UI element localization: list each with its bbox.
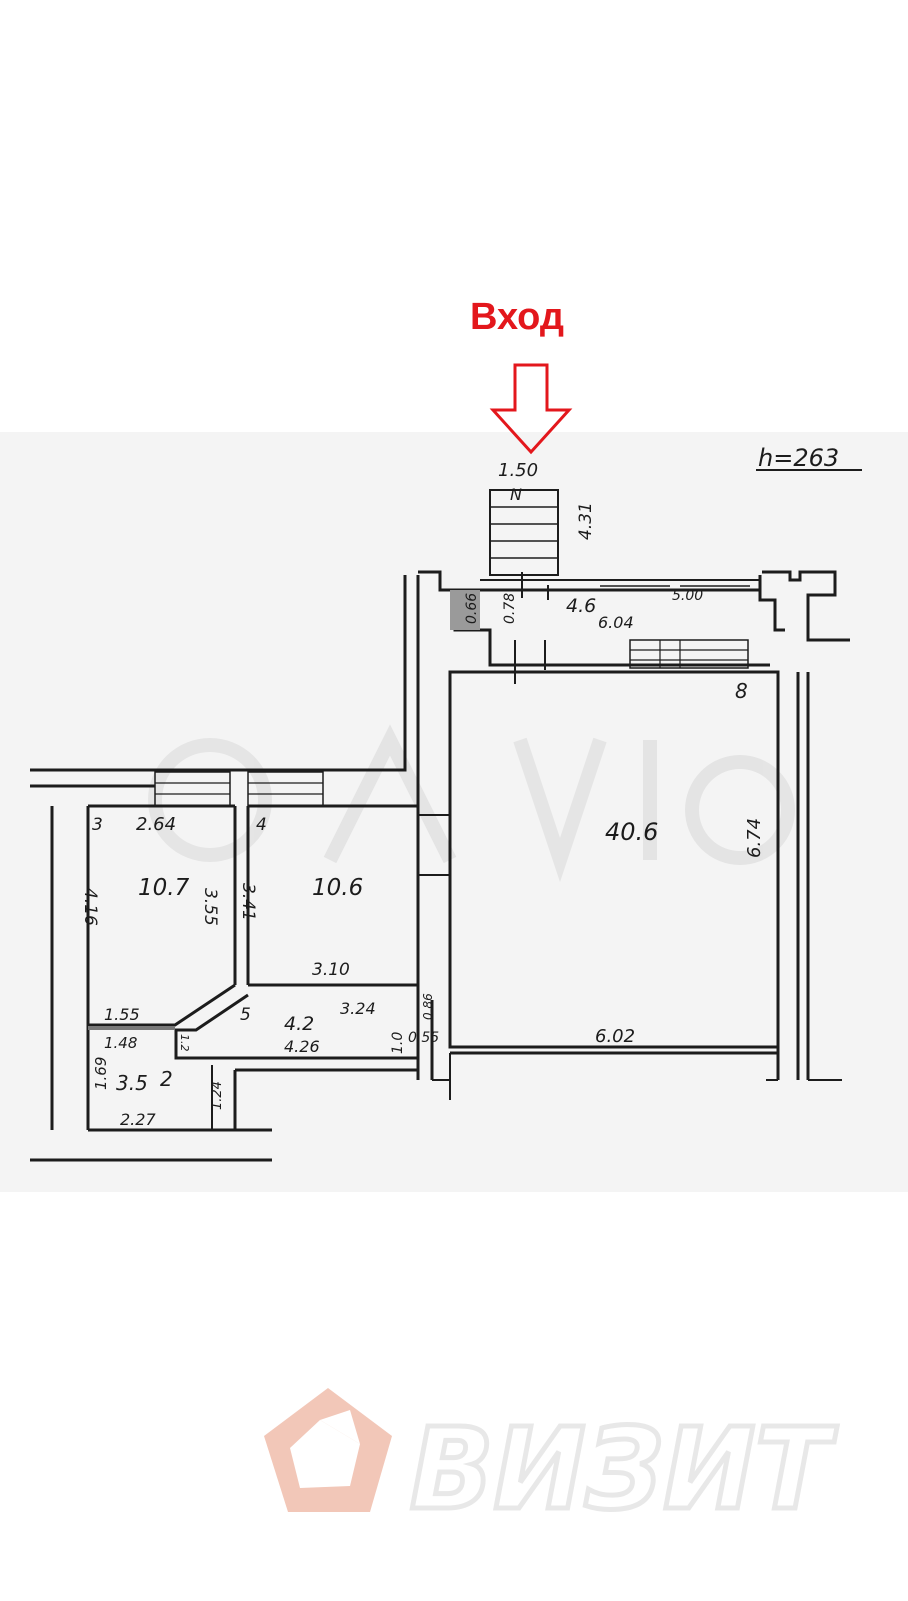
corridor-5-gap-label: 0.55: [408, 1030, 439, 1046]
stair-length-label: 4.31: [576, 502, 596, 540]
bath-width-label: 2.27: [120, 1110, 156, 1129]
room-5-area: 4.2: [284, 1013, 314, 1035]
room-3-width-label: 2.64: [136, 814, 176, 835]
room-3-area: 10.7: [138, 875, 190, 901]
bath-inner-label: 1.48: [104, 1034, 137, 1052]
scan-background: [0, 432, 908, 1192]
room-4-height-label: 3.41: [238, 883, 258, 921]
vestibule-small-label: 0.78: [502, 593, 518, 624]
stair-mark-label: N: [510, 485, 522, 504]
bath-top-label: 1.55: [104, 1005, 140, 1024]
vestibule-depth-label: 0.66: [464, 593, 480, 624]
room-3-number: 3: [92, 815, 103, 835]
room-2-number: 2: [160, 1067, 173, 1091]
corridor-5-small-label: 1.2: [178, 1034, 191, 1052]
stair-width-label: 1.50: [498, 460, 538, 481]
room-8-number: 8: [735, 679, 748, 703]
plan-labels: h=263 1.50 N 4.31 0.66 0.78 4.6 5.00 6.0…: [80, 444, 839, 1129]
room-2-area: 3.5: [116, 1071, 148, 1095]
room-4-number: 4: [256, 815, 267, 835]
brand-name: ВИЗИТ: [410, 1405, 837, 1535]
room-3-height-label: 4.16: [80, 888, 100, 926]
room-4-width-label: 3.10: [312, 960, 350, 980]
room-5-number: 5: [240, 1005, 251, 1025]
corridor-5-top-label: 3.24: [340, 999, 376, 1018]
ceiling-height-label: h=263: [758, 444, 839, 472]
entrance-label: Вход: [470, 296, 564, 338]
brand-watermark: ВИЗИТ: [264, 1388, 840, 1538]
hall-height-label: 6.74: [744, 818, 765, 858]
corridor-5-right-label: 1.0: [390, 1032, 406, 1054]
entrance-arrow-icon: [489, 363, 573, 455]
room-4-area: 10.6: [312, 875, 363, 901]
pentagon-logo-icon: [264, 1388, 392, 1512]
vestibule-area-label: 4.6: [566, 595, 596, 617]
corridor-bottom-label: 6.04: [598, 613, 634, 632]
room-3-partition-label: 3.55: [200, 888, 220, 926]
bath-right-label: 1.24: [210, 1081, 225, 1110]
walls: [30, 469, 862, 1162]
corridor-top-label: 5.00: [672, 588, 703, 604]
corridor-5-side-label: 0.86: [421, 993, 435, 1020]
room-8-area: 40.6: [605, 818, 658, 846]
corridor-5-bottom-label: 4.26: [284, 1037, 320, 1056]
hall-width-label: 6.02: [595, 1026, 635, 1047]
bath-height-label: 1.69: [92, 1057, 110, 1090]
